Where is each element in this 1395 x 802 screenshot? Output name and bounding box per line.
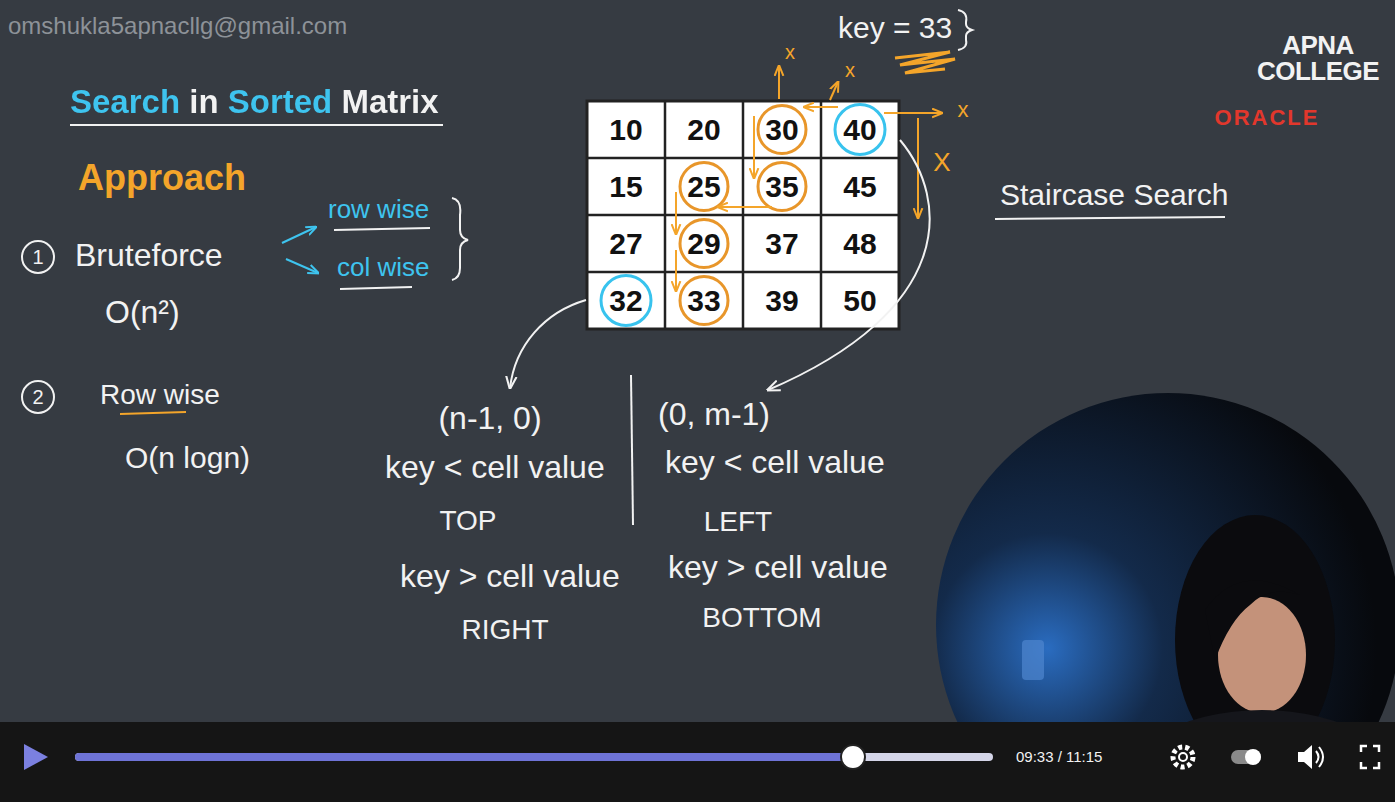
toggle-icon: [1231, 750, 1261, 764]
corner-arrow: [510, 300, 586, 388]
rule-text: key < cell value: [665, 443, 885, 481]
reject-arrow: [830, 82, 838, 100]
matrix-cell: 15: [609, 169, 642, 205]
page-title: Search in Sorted Matrix: [70, 82, 439, 122]
option-text: col wise: [337, 252, 429, 283]
progress-knob: [841, 745, 865, 769]
option-underline: [340, 287, 412, 289]
option-text: row wise: [328, 194, 429, 225]
play-icon: [24, 744, 48, 770]
matrix-cell: 45: [843, 169, 876, 205]
matrix-cell: 25: [687, 169, 720, 205]
rule-text: key > cell value: [400, 557, 620, 595]
reject-mark: x: [845, 58, 855, 82]
reject-arrow: [884, 112, 942, 114]
direction: BOTTOM: [702, 601, 821, 635]
matrix-cell: 29: [687, 226, 720, 262]
settings-icon: [1179, 753, 1187, 761]
search-step: [753, 116, 755, 178]
toggle-icon: [1245, 749, 1261, 765]
direction: TOP: [439, 504, 496, 538]
step-circle: [22, 381, 54, 413]
matrix-cell: 27: [609, 226, 642, 262]
approach-underline: [120, 412, 186, 414]
reject-arrow: [778, 66, 780, 99]
matrix-cell: 48: [843, 226, 876, 262]
visit-circle: [680, 220, 728, 268]
scribble: [895, 52, 955, 73]
complexity: O(n²): [105, 293, 180, 331]
settings-icon: [1173, 747, 1193, 767]
column-divider: [631, 375, 633, 525]
step-circle: [22, 241, 54, 273]
option-arrow: [286, 259, 318, 273]
matrix-grid: [587, 101, 899, 329]
direction: RIGHT: [461, 613, 548, 647]
coordinate: (n-1, 0): [438, 399, 541, 437]
step-number: 2: [32, 385, 43, 409]
matrix-cell: 32: [609, 283, 642, 319]
matrix-cell: 37: [765, 226, 798, 262]
hair: [1205, 581, 1300, 660]
approach-name: Bruteforce: [75, 236, 223, 274]
complexity: O(n logn): [125, 440, 250, 476]
matrix-cell: 20: [687, 112, 720, 148]
start-circle: [601, 276, 651, 326]
search-step: [804, 106, 838, 108]
brand-name: ORACLE: [1215, 105, 1320, 131]
matrix-cell: 33: [687, 283, 720, 319]
search-step: [675, 250, 677, 291]
method-underline: [995, 217, 1225, 219]
approach-name: Row wise: [100, 378, 220, 412]
volume-icon: [1316, 747, 1323, 767]
rule-text: key < cell value: [385, 448, 605, 486]
method-name: Staircase Search: [1000, 177, 1228, 213]
title-underline: [70, 124, 443, 126]
player-bar: [0, 722, 1395, 802]
progress-fill: [75, 753, 853, 761]
matrix-cell: 35: [765, 169, 798, 205]
watermark: omshukla5apnacllg@gmail.com: [8, 12, 347, 41]
reject-mark: x: [958, 97, 969, 123]
visit-circle: [680, 163, 728, 211]
volume-icon: [1298, 745, 1312, 769]
search-step: [718, 206, 772, 208]
matrix-grid-lines: [587, 101, 899, 329]
coordinate: (0, m-1): [658, 395, 770, 433]
matrix-cell: 10: [609, 112, 642, 148]
reject-mark: x: [785, 40, 795, 64]
direction: LEFT: [704, 505, 772, 539]
matrix-cell: 50: [843, 283, 876, 319]
fullscreen-icon: [1361, 746, 1379, 768]
search-step: [675, 192, 677, 234]
visit-circle: [758, 106, 806, 154]
matrix-cell: 30: [765, 112, 798, 148]
time-display: 09:33 / 11:15: [1016, 748, 1102, 766]
option-underline: [334, 228, 430, 230]
step-number: 1: [32, 245, 43, 269]
visit-circle: [680, 277, 728, 325]
section-heading: Approach: [78, 156, 246, 199]
rule-text: key > cell value: [668, 548, 888, 586]
matrix-cell: 39: [765, 283, 798, 319]
brand-logo: APNA COLLEGE: [1248, 32, 1388, 84]
brace: [452, 198, 468, 280]
brace: [958, 10, 972, 50]
start-circle: [835, 105, 885, 155]
key-note: key = 33: [838, 10, 952, 46]
reject-mark: X: [933, 147, 950, 178]
visit-circle: [758, 163, 806, 211]
matrix-cell: 40: [843, 112, 876, 148]
lamp: [1022, 640, 1044, 680]
option-arrow: [282, 227, 316, 243]
